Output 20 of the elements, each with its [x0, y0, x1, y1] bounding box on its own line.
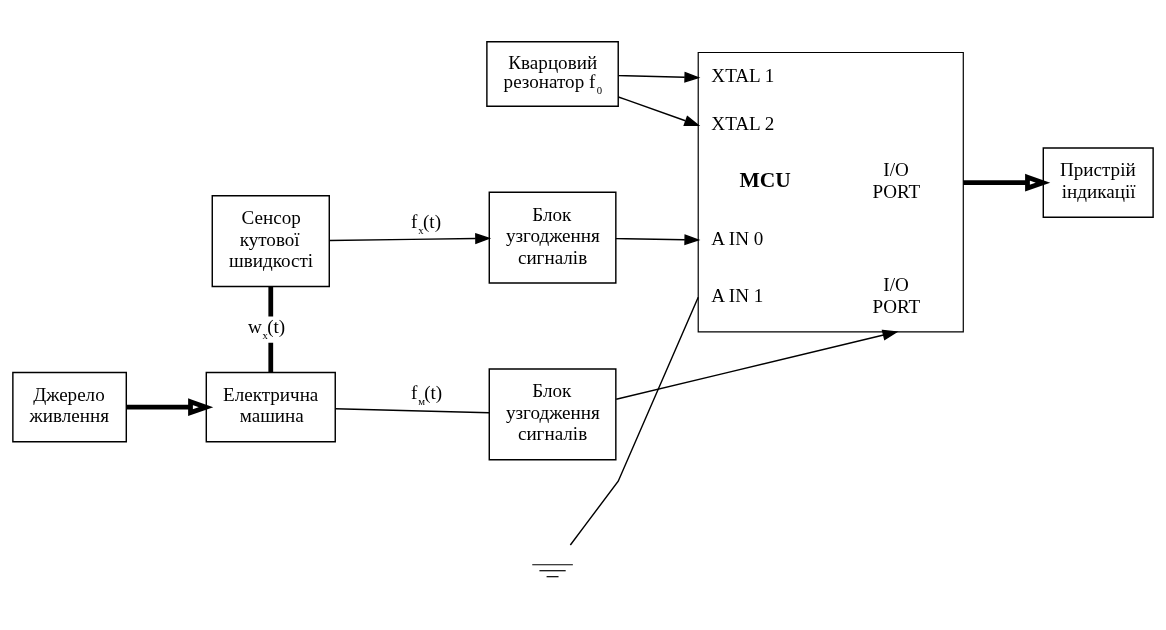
node-box: Електрична машина — [205, 371, 336, 442]
arrow — [617, 95, 701, 126]
node-box: Пристрій індикації — [1042, 146, 1154, 218]
arrow — [126, 397, 214, 416]
node-box: Кварцовий резонатор f$_{0}$ — [486, 40, 619, 107]
arrow — [328, 232, 492, 244]
node-box: Блок узгодження сигналів — [488, 191, 617, 284]
arrow — [963, 173, 1051, 191]
arrow — [617, 71, 701, 83]
edge-label: w$_{x}$(t) — [248, 315, 286, 341]
connector — [569, 296, 699, 546]
node-box: Сенсор кутової швидкості — [211, 194, 330, 287]
connector — [334, 407, 490, 413]
node-box: Джерело живлення — [12, 371, 127, 442]
node-box: Блок узгодження сигналів — [488, 367, 617, 460]
edge-label: f$_{м}$(t) — [411, 381, 443, 407]
arrow — [615, 233, 701, 245]
node-box: XTAL 1 XTAL 2 MCU I/O PORT A IN 0 A IN 1 I/O PORT — [697, 51, 964, 332]
edge-label: f$_{x}$(t) — [411, 210, 442, 236]
arrow — [615, 329, 899, 400]
